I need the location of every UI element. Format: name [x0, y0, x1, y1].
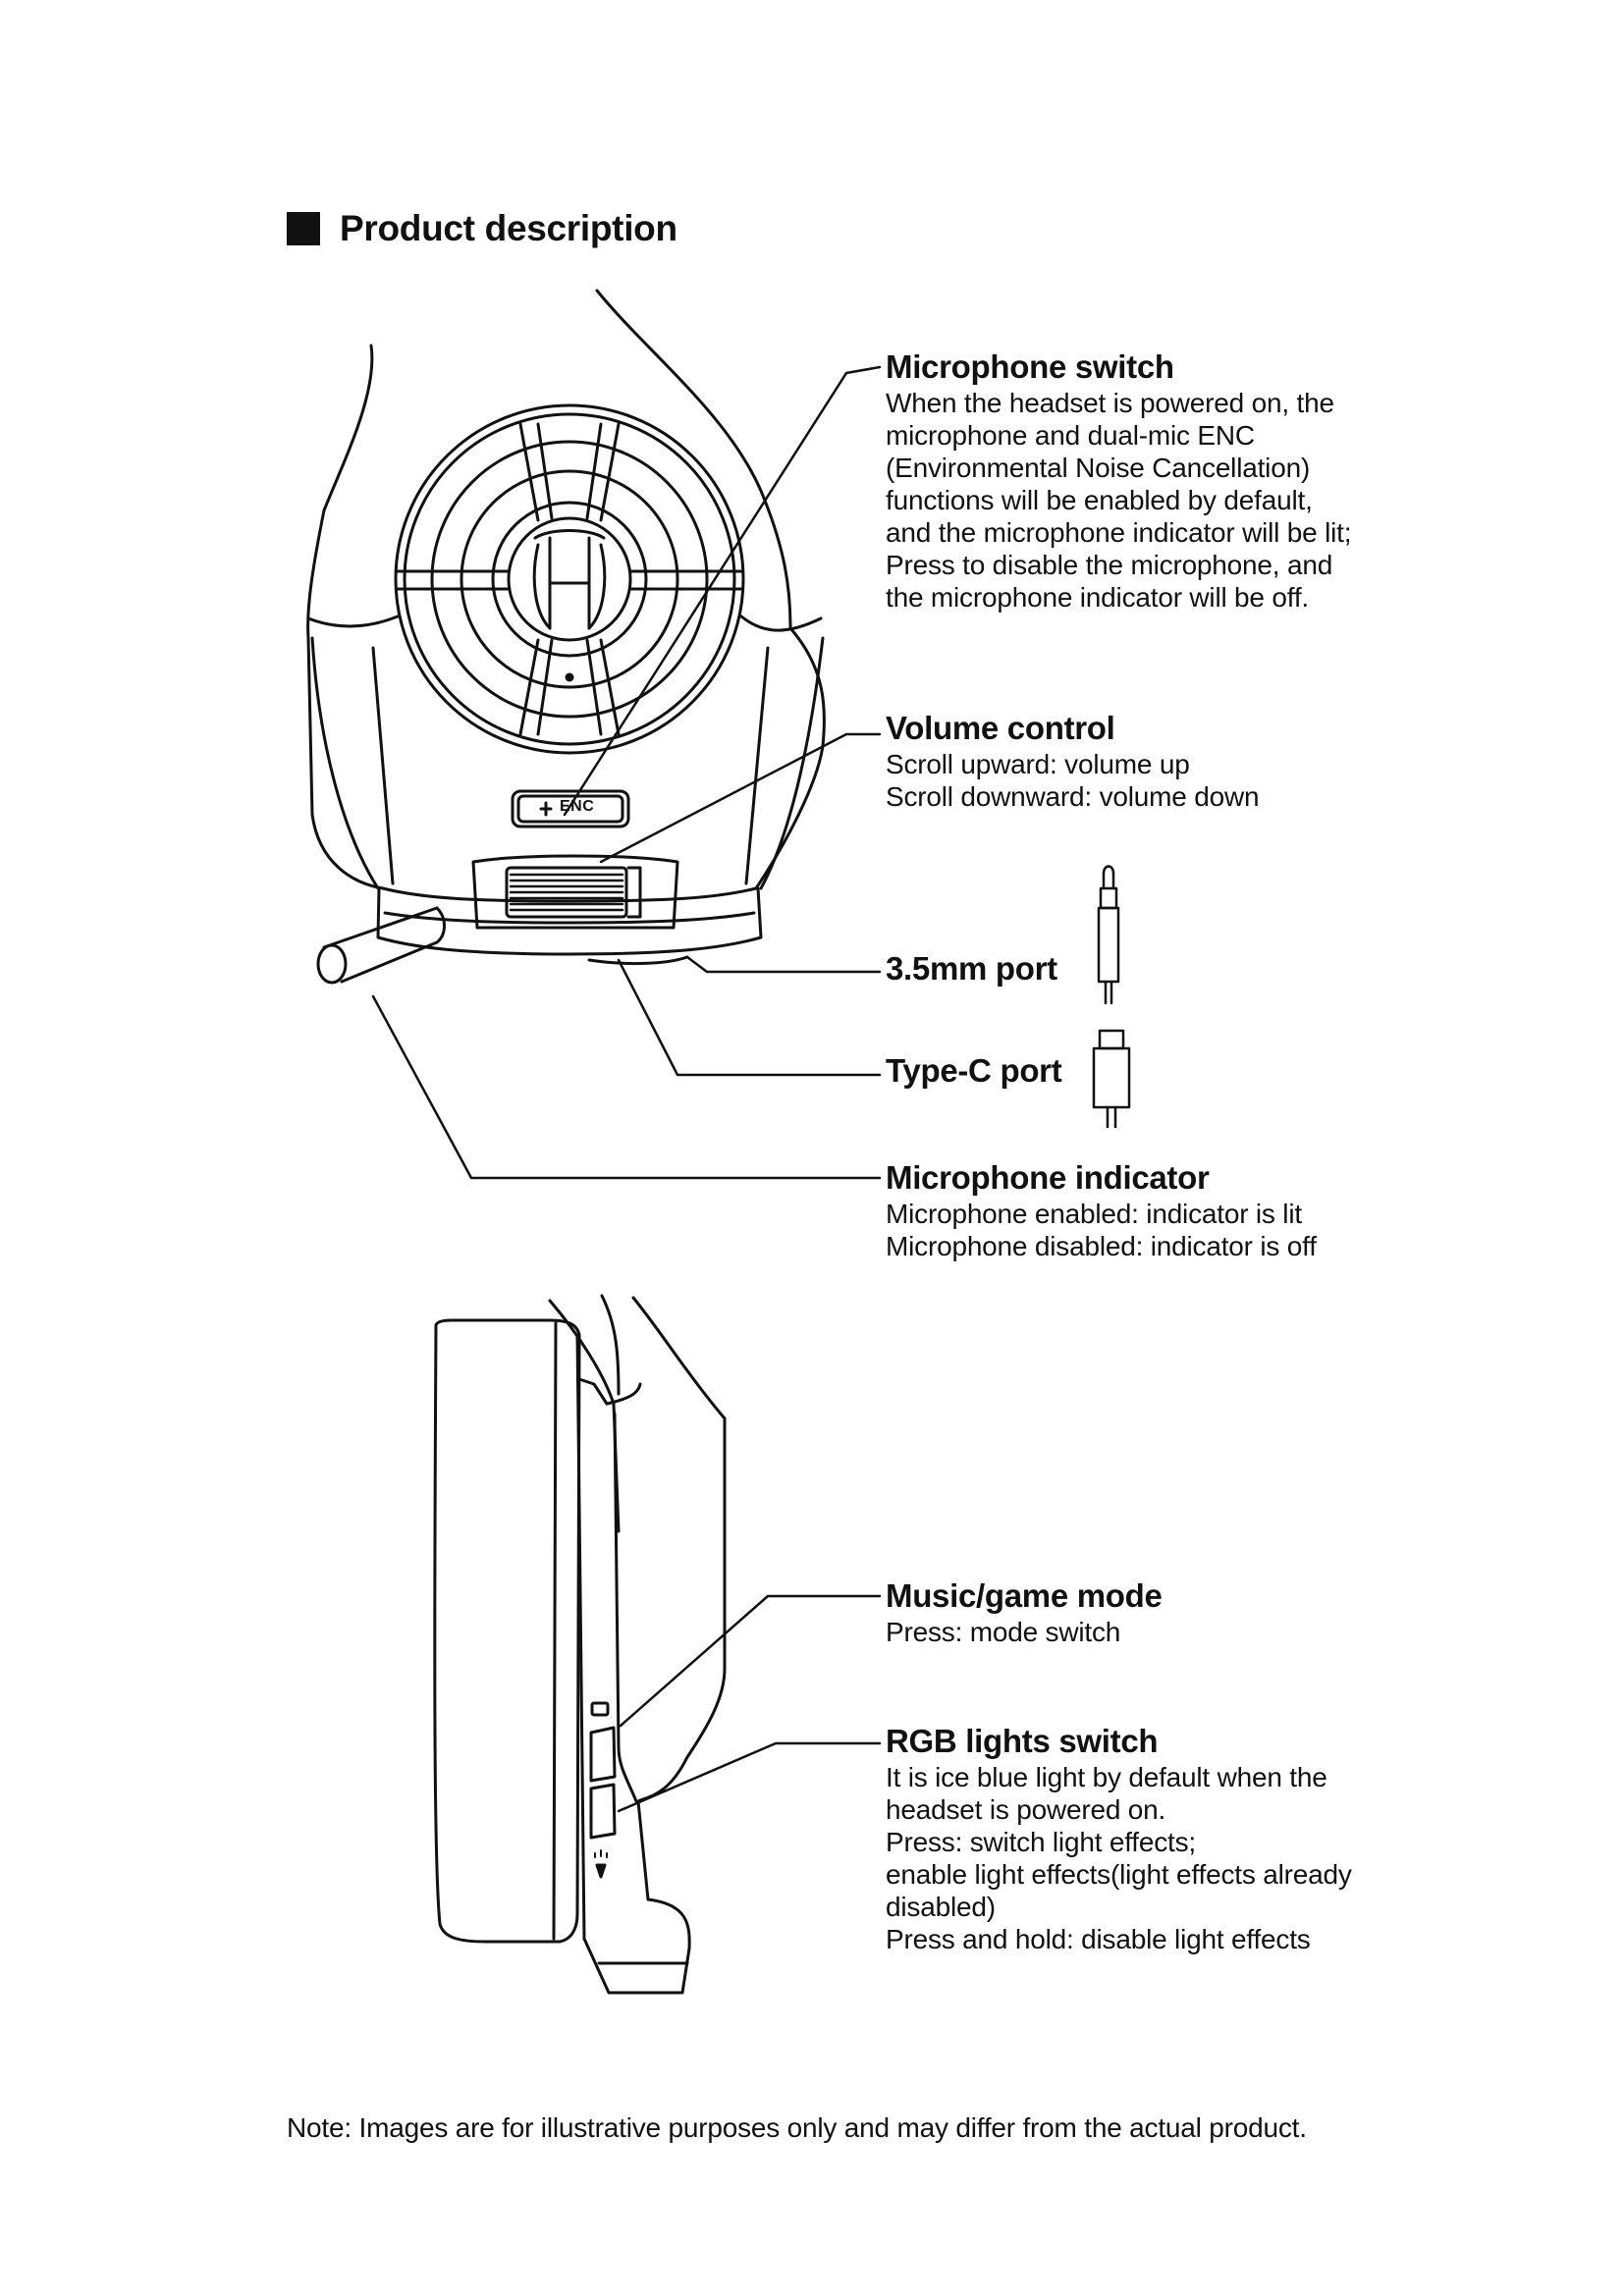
- callout-3-5mm-port: 3.5mm port: [886, 950, 1057, 987]
- callout-line: functions will be enabled by default,: [886, 485, 1313, 515]
- heading-text: Product description: [340, 208, 677, 248]
- callout-volume-control: Volume control Scroll upward: volume up …: [886, 709, 1573, 813]
- side-leaders: [617, 1594, 882, 1813]
- callout-mic-switch: Microphone switch When the headset is po…: [886, 347, 1573, 614]
- front-view: [306, 289, 826, 985]
- enc-button-label: ENC: [560, 798, 595, 815]
- callout-line: microphone and dual-mic ENC: [886, 420, 1255, 451]
- front-leaders: [371, 365, 882, 1180]
- callout-line: Scroll upward: volume up: [886, 749, 1190, 779]
- callout-line: Microphone disabled: indicator is off: [886, 1231, 1317, 1261]
- callout-line: It is ice blue light by default when the: [886, 1762, 1327, 1792]
- callout-line: headset is powered on.: [886, 1794, 1166, 1825]
- callout-line: disabled): [886, 1892, 996, 1922]
- heading-square-icon: [287, 212, 320, 245]
- audio-jack-icon: [1097, 865, 1120, 1005]
- page-heading: Product description: [287, 208, 677, 249]
- callout-line: Press to disable the microphone, and: [886, 550, 1333, 580]
- callout-line: (Environmental Noise Cancellation): [886, 453, 1311, 483]
- callout-title: Volume control: [886, 710, 1115, 746]
- callout-mic-indicator: Microphone indicator Microphone enabled:…: [886, 1158, 1573, 1262]
- callout-line: When the headset is powered on, the: [886, 388, 1334, 418]
- callout-line: Microphone enabled: indicator is lit: [886, 1199, 1302, 1229]
- callout-title: RGB lights switch: [886, 1723, 1159, 1759]
- callout-title: Microphone switch: [886, 348, 1174, 385]
- callout-rgb-lights-switch: RGB lights switch It is ice blue light b…: [886, 1722, 1573, 1955]
- callout-line: Press: mode switch: [886, 1617, 1121, 1647]
- callout-line: enable light effects(light effects alrea…: [886, 1859, 1352, 1890]
- callout-music-game-mode: Music/game mode Press: mode switch: [886, 1576, 1573, 1648]
- callout-type-c-port: Type-C port: [886, 1052, 1062, 1089]
- footnote: Note: Images are for illustrative purpos…: [287, 2112, 1307, 2143]
- callout-line: Scroll downward: volume down: [886, 781, 1260, 812]
- side-view: [433, 1294, 727, 1995]
- callout-title: Music/game mode: [886, 1577, 1163, 1614]
- callout-title: Microphone indicator: [886, 1159, 1210, 1196]
- callout-line: the microphone indicator will be off.: [886, 582, 1309, 613]
- callout-line: Press: switch light effects;: [886, 1827, 1197, 1857]
- callout-line: Press and hold: disable light effects: [886, 1924, 1311, 1954]
- callout-line: and the microphone indicator will be lit…: [886, 517, 1352, 548]
- usb-c-icon: [1092, 1029, 1131, 1129]
